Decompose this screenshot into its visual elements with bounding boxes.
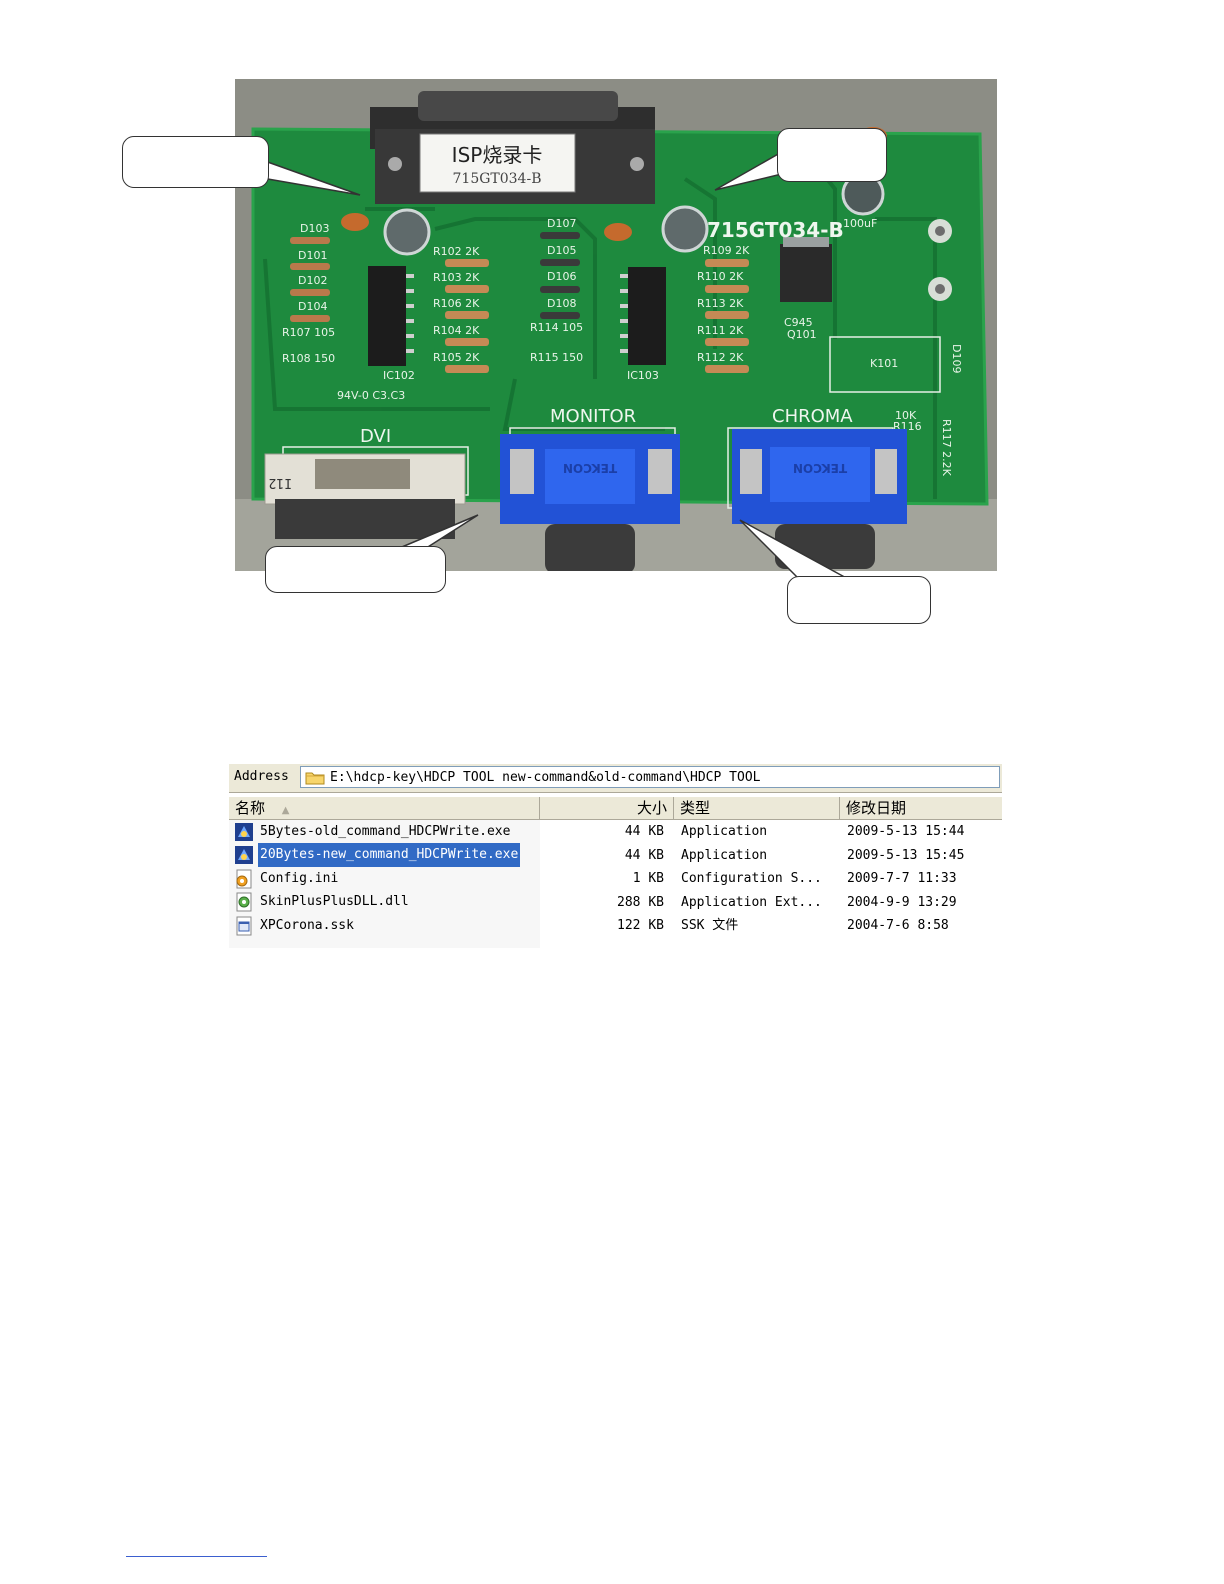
file-modified: 2009-7-7 11:33 bbox=[847, 871, 957, 886]
dll-file-icon bbox=[236, 892, 252, 912]
dvi-label: DVI bbox=[360, 426, 391, 447]
file-row[interactable]: SkinPlusPlusDLL.dll 288 KB Application E… bbox=[229, 891, 1002, 915]
column-name-label: 名称 bbox=[235, 799, 266, 817]
address-input[interactable]: E:\hdcp-key\HDCP TOOL new-command&old-co… bbox=[300, 766, 1000, 788]
footnote-rule bbox=[126, 1556, 267, 1557]
capacitor-label: 100uF bbox=[843, 217, 877, 230]
application-exe-icon bbox=[235, 846, 253, 864]
silk-r104: R104 2K bbox=[433, 324, 480, 337]
file-name: 5Bytes-old_command_HDCPWrite.exe bbox=[260, 823, 511, 839]
file-row[interactable]: XPCorona.ssk 122 KB SSK 文件 2004-7-6 8:58 bbox=[229, 914, 1002, 938]
silk-r117: R117 2.2K bbox=[940, 419, 953, 477]
file-modified: 2009-5-13 15:45 bbox=[847, 847, 965, 863]
address-bar: Address E:\hdcp-key\HDCP TOOL new-comman… bbox=[229, 763, 1002, 793]
file-modified: 2004-9-9 13:29 bbox=[847, 894, 957, 910]
file-size: 44 KB bbox=[624, 847, 664, 863]
column-size[interactable]: 大小 bbox=[540, 797, 674, 819]
file-size: 44 KB bbox=[624, 824, 664, 839]
column-modified[interactable]: 修改日期 bbox=[840, 797, 1002, 819]
file-explorer-screenshot: Address E:\hdcp-key\HDCP TOOL new-comman… bbox=[229, 763, 1002, 948]
file-row[interactable]: 5Bytes-old_command_HDCPWrite.exe 44 KB A… bbox=[229, 820, 1002, 844]
silk-d107: D107 bbox=[547, 217, 576, 230]
silk-c945: C945 bbox=[784, 316, 813, 329]
ssk-file-icon bbox=[236, 916, 252, 935]
monitor-brand-mark: TEKCON bbox=[563, 461, 617, 475]
file-name: SkinPlusPlusDLL.dll bbox=[260, 894, 409, 910]
diode-d109-label: D109 bbox=[950, 344, 963, 373]
file-name: 20Bytes-new_command_HDCPWrite.exe bbox=[258, 843, 521, 867]
column-size-label: 大小 bbox=[636, 799, 667, 817]
dvi-part-label: I12 bbox=[269, 475, 292, 490]
silk-r105: R105 2K bbox=[433, 351, 480, 364]
file-list: 5Bytes-old_command_HDCPWrite.exe 44 KB A… bbox=[229, 820, 1002, 938]
silk-r114: R114 105 bbox=[530, 321, 583, 334]
file-type: Configuration S... bbox=[681, 871, 822, 886]
silk-r110: R110 2K bbox=[697, 270, 744, 283]
ic-left-label: IC102 bbox=[383, 369, 415, 382]
callout-box-top-left bbox=[122, 136, 269, 188]
silk-r108: R108 150 bbox=[282, 352, 335, 365]
silk-d101: D101 bbox=[298, 249, 327, 262]
folder-icon bbox=[305, 772, 325, 785]
file-name: XPCorona.ssk bbox=[260, 917, 354, 933]
callout-pointers bbox=[261, 151, 851, 581]
chroma-brand-mark: TEKCON bbox=[793, 461, 847, 475]
file-row[interactable]: Config.ini 1 KB Configuration S... 2009-… bbox=[229, 867, 1002, 891]
silk-d103: D103 bbox=[300, 222, 329, 235]
column-header: 名称 ▲ 大小 类型 修改日期 bbox=[229, 797, 1002, 820]
file-size: 122 KB bbox=[617, 918, 664, 933]
isp-card-part-number: 715GT034-B bbox=[453, 171, 542, 187]
silk-d105: D105 bbox=[547, 244, 576, 257]
silk-d106: D106 bbox=[547, 270, 576, 283]
column-type[interactable]: 类型 bbox=[674, 797, 840, 819]
chroma-label: CHROMA bbox=[772, 406, 853, 427]
silk-q101: Q101 bbox=[787, 328, 817, 341]
silk-r112: R112 2K bbox=[697, 351, 744, 364]
silk-r107: R107 105 bbox=[282, 326, 335, 339]
monitor-label: MONITOR bbox=[550, 406, 636, 427]
relay-label: K101 bbox=[870, 357, 898, 370]
sort-ascending-icon: ▲ bbox=[281, 805, 290, 816]
silk-r102: R102 2K bbox=[433, 245, 480, 258]
board-name: 715GT034-B bbox=[707, 218, 844, 242]
silk-d102: D102 bbox=[298, 274, 327, 287]
silk-r113: R113 2K bbox=[697, 297, 744, 310]
address-path: E:\hdcp-key\HDCP TOOL new-command&old-co… bbox=[330, 770, 761, 785]
silk-r106: R106 2K bbox=[433, 297, 480, 310]
file-modified: 2009-5-13 15:44 bbox=[847, 824, 965, 839]
silk-r103: R103 2K bbox=[433, 271, 480, 284]
file-modified: 2004-7-6 8:58 bbox=[847, 918, 949, 933]
callout-box-top-right bbox=[777, 128, 887, 182]
ul-mark: 94V-0 C3.C3 bbox=[337, 389, 405, 402]
name-column-background bbox=[229, 820, 540, 948]
callout-box-bottom-left bbox=[265, 546, 446, 593]
silk-r111: R111 2K bbox=[697, 324, 744, 337]
file-size: 1 KB bbox=[632, 871, 664, 886]
file-type: Application Ext... bbox=[681, 894, 822, 910]
column-modified-label: 修改日期 bbox=[846, 799, 907, 817]
file-type: SSK 文件 bbox=[681, 918, 739, 933]
silk-ic103: IC103 bbox=[627, 369, 659, 382]
silk-10k: 10K bbox=[895, 409, 917, 422]
column-name[interactable]: 名称 ▲ bbox=[229, 797, 540, 819]
application-exe-icon bbox=[235, 822, 253, 841]
address-label: Address bbox=[234, 769, 289, 784]
silk-r109: R109 2K bbox=[703, 244, 750, 257]
config-file-icon bbox=[236, 869, 252, 888]
file-size: 288 KB bbox=[617, 894, 664, 910]
file-type: Application bbox=[681, 847, 768, 863]
file-name: Config.ini bbox=[260, 870, 339, 886]
callout-box-bottom-right bbox=[787, 576, 931, 624]
file-type: Application bbox=[681, 824, 768, 839]
column-type-label: 类型 bbox=[680, 799, 711, 817]
silk-d108: D108 bbox=[547, 297, 576, 310]
silk-r115: R115 150 bbox=[530, 351, 583, 364]
silk-d104: D104 bbox=[298, 300, 327, 313]
isp-card-label: ISP烧录卡 bbox=[452, 143, 543, 167]
file-row-selected[interactable]: 20Bytes-new_command_HDCPWrite.exe 44 KB … bbox=[229, 843, 1002, 868]
